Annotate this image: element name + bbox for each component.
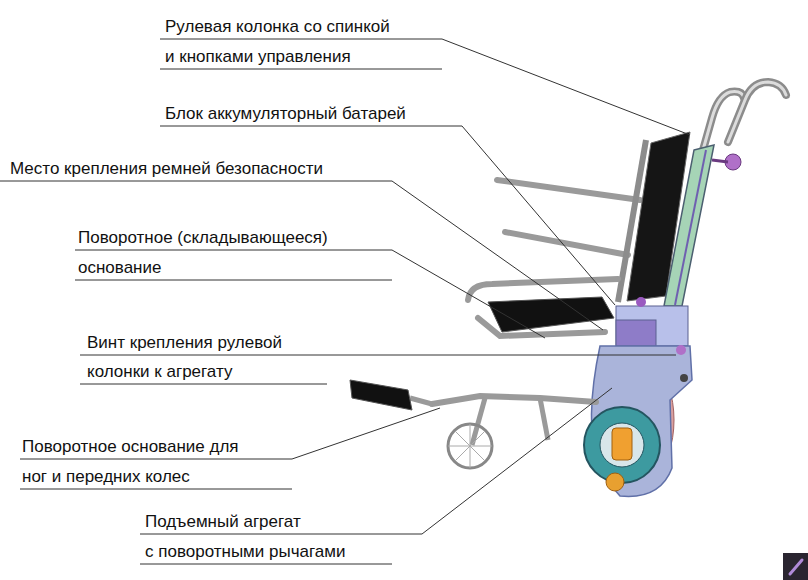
underline [80, 384, 327, 385]
footrest-arm [410, 398, 432, 404]
corner-icon [783, 553, 808, 580]
pen-icon [790, 560, 802, 574]
wheel-hub [600, 423, 644, 467]
front-wheel [448, 424, 492, 468]
underline [160, 69, 442, 70]
steering-column [664, 145, 714, 306]
leader-line [392, 181, 603, 330]
underline [20, 459, 292, 460]
callout-label: Поворотное (складывающееся) основание [78, 223, 328, 283]
callout-label: Место крепления ремней безопасности [10, 154, 323, 184]
bracket [540, 398, 548, 440]
frame-rod [497, 180, 640, 200]
front-frame [432, 396, 596, 404]
callout-label: Винт крепления рулевой колонки к агрегат… [87, 328, 282, 386]
roller [606, 473, 624, 491]
handle-highlight [728, 82, 786, 142]
underline [75, 280, 392, 281]
leader-line [422, 388, 612, 534]
leader-line [462, 126, 615, 305]
leader-line [392, 250, 545, 338]
callout-label: Поворотное основание для ног и передних … [22, 432, 239, 492]
handle-tube [728, 82, 786, 142]
frame-rod [505, 232, 628, 255]
underline [160, 39, 442, 40]
pivot [680, 374, 688, 382]
underline [160, 126, 462, 127]
column-stripe [675, 150, 706, 305]
spokes [448, 424, 492, 468]
fixing-screw [676, 345, 686, 355]
underline [140, 534, 422, 535]
seat [488, 297, 614, 332]
underline [140, 564, 392, 565]
leader-line [442, 39, 690, 135]
main-wheel [584, 407, 660, 483]
callout-label: Рулевая колонка со спинкой и кнопками уп… [165, 12, 390, 72]
callout-label: Блок аккумуляторный батарей [165, 99, 406, 129]
battery-block [616, 306, 688, 346]
underline [0, 181, 392, 182]
underline [20, 489, 292, 490]
battery-face [616, 320, 656, 346]
knob-shaft [712, 160, 728, 162]
hub-arm [612, 428, 632, 460]
underline [80, 355, 676, 356]
footrest [350, 380, 412, 410]
underline [75, 250, 392, 251]
belt-mount [636, 297, 646, 307]
leader-line [292, 408, 440, 459]
callout-label: Подъемный агрегат с поворотными рычагами [145, 507, 345, 567]
